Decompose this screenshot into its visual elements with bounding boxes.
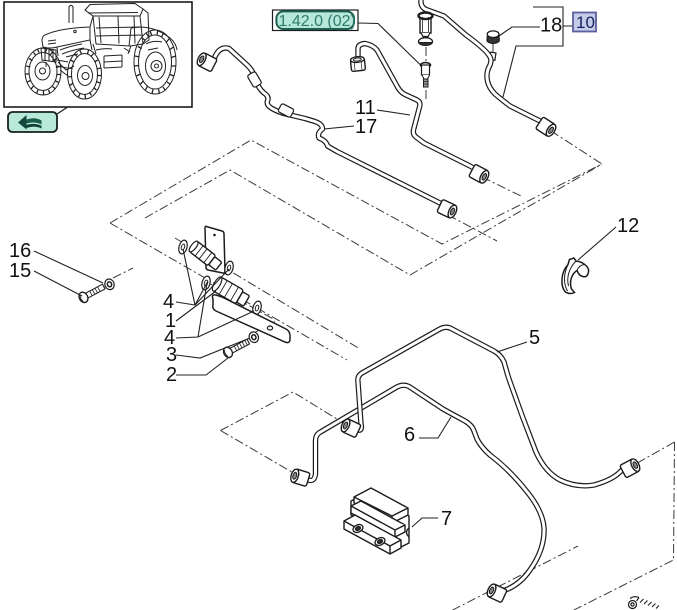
- svg-text:16: 16: [9, 240, 31, 262]
- svg-text:12: 12: [617, 215, 639, 237]
- svg-text:6: 6: [404, 424, 415, 446]
- svg-text:17: 17: [355, 116, 377, 138]
- svg-text:7: 7: [441, 508, 452, 530]
- svg-text:11: 11: [355, 97, 376, 119]
- svg-text:2: 2: [166, 364, 177, 386]
- svg-text:5: 5: [529, 327, 540, 349]
- svg-text:4: 4: [163, 291, 174, 313]
- svg-text:15: 15: [9, 260, 31, 282]
- svg-text:1.42.0 (02): 1.42.0 (02): [279, 13, 356, 30]
- svg-text:18: 18: [540, 15, 562, 37]
- svg-text:4: 4: [164, 327, 175, 349]
- svg-text:3: 3: [166, 344, 177, 366]
- svg-text:1: 1: [165, 310, 176, 332]
- svg-text:10: 10: [576, 13, 595, 32]
